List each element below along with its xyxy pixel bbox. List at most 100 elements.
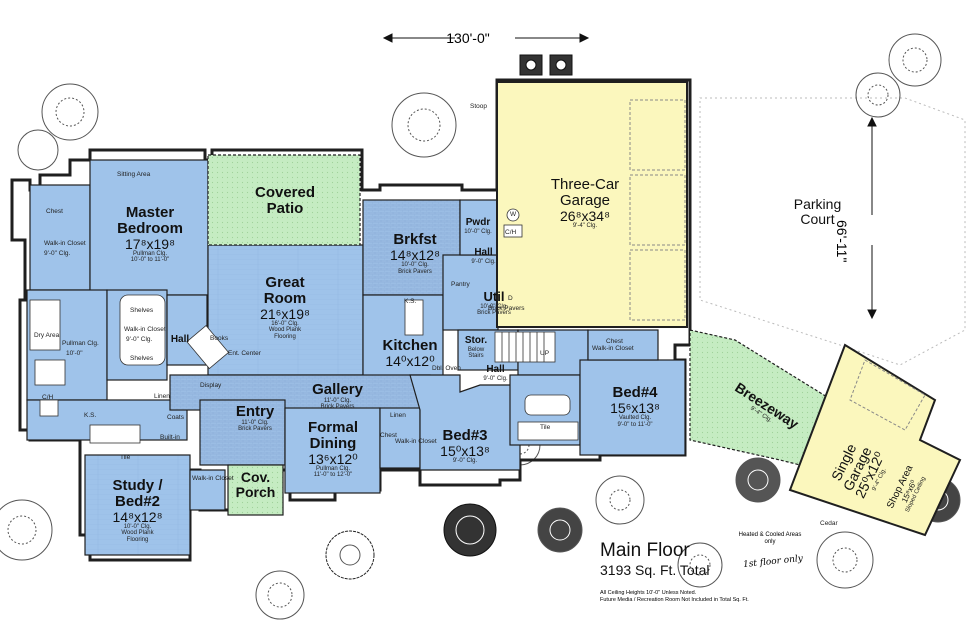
label-pantry: Pantry — [451, 281, 470, 288]
room-note: 9'-4" Clg. — [572, 223, 598, 230]
room-name: Util — [483, 289, 505, 304]
label-stoop: Stoop — [470, 103, 487, 110]
room-note: 9'-0" Clg. — [483, 375, 508, 382]
room-name: Hall — [486, 364, 505, 375]
room-hall-bedrooms: Hall 9'-0" Clg. — [478, 364, 513, 382]
room-dimensions: 14⁸x12⁸ — [390, 246, 440, 263]
room-name: Kitchen — [382, 337, 438, 354]
room-name: Study / Bed#2 — [112, 477, 163, 510]
label-walk-in-closet-ceiling: 9'-0" Clg. — [126, 336, 153, 343]
parking-court-area — [699, 97, 966, 366]
room-covered-porch: Cov. Porch — [228, 469, 283, 500]
room-master-bedroom: Master Bedroom 17⁸x19⁸ Pullman Clg. 10'-… — [95, 205, 205, 264]
room-name: Cov. Porch — [235, 469, 276, 500]
heated-note: Heated & Cooled Areas only — [738, 532, 802, 545]
room-note: Pullman Clg. — [132, 251, 167, 258]
room-study-bed-2: Study / Bed#2 14⁸x12⁸ 10'-0" Clg. Wood P… — [95, 478, 180, 543]
room-note: 11'-0" Clg. — [323, 397, 352, 404]
room-name: Hall — [474, 247, 493, 258]
room-name: Hall — [170, 334, 190, 345]
room-note: 10'-0" Clg. — [401, 262, 429, 269]
room-name: Formal Dining — [307, 419, 358, 452]
label-dry-area: Dry Area — [34, 332, 60, 339]
room-note: 11'-0" to 12'-0" — [313, 472, 353, 479]
label-ch-2: C/H — [505, 229, 517, 236]
room-name: Covered Patio — [254, 184, 316, 217]
room-name: Three-Car Garage — [550, 176, 620, 209]
label-pullman-2: 10'-0" — [66, 350, 83, 357]
room-name: Great Room — [263, 274, 307, 307]
label-d: D — [508, 295, 513, 302]
room-note: 10'-0" Clg. — [123, 524, 152, 531]
room-name: Master Bedroom — [117, 204, 183, 237]
room-hall-kitchen: Hall 9'-0" Clg. — [466, 247, 501, 265]
note-line: Future Media / Recreation Room Not Inclu… — [600, 597, 749, 604]
label-dbl-oven: Dbl. Oven — [432, 365, 461, 372]
label-w: W — [510, 211, 517, 218]
room-name: Entry — [235, 403, 275, 420]
room-powder: Pwdr 10'-0" Clg. — [462, 217, 494, 235]
label-walk-in-study: Walk-in Closet — [192, 475, 234, 482]
room-bed-3: Bed#3 15⁰x13⁸ 9'-0" Clg. — [425, 428, 505, 465]
room-name: Pwdr — [465, 217, 491, 228]
room-note: 9'-0" Clg. — [471, 258, 496, 265]
room-name: Bed#3 — [442, 427, 488, 444]
room-bed-4: Bed#4 15⁶x13⁸ Vaulted Clg. 9'-0" to 11'-… — [595, 385, 675, 428]
room-dimensions: 15⁶x13⁸ — [610, 399, 660, 416]
label-chest-3: Chest — [606, 338, 623, 345]
room-note: Brick Pavers — [477, 309, 511, 316]
label-sitting-area: Sitting Area — [117, 171, 151, 178]
room-hall-master: Hall — [165, 334, 195, 346]
fixtures — [29, 208, 579, 444]
room-dimensions: 17⁸x19⁸ — [125, 235, 175, 252]
label-ks: K.S. — [84, 412, 97, 419]
covered-areas — [207, 154, 841, 516]
garages — [496, 81, 962, 537]
room-name: Bed#4 — [612, 384, 658, 401]
overall-width-label: 130'-0" — [446, 30, 490, 46]
room-note: Brick Pavers — [320, 404, 355, 411]
label-walk-in-b4: Walk-in Closet — [592, 345, 634, 352]
room-dimensions: 14⁸x12⁸ — [112, 508, 163, 525]
label-chest: Chest — [46, 208, 63, 215]
room-note: Wood Plank Flooring — [268, 327, 302, 340]
room-note: Brick Pavers — [238, 426, 272, 433]
room-breakfast: Brkfst 14⁸x12⁸ 10'-0" Clg. Brick Pavers — [375, 232, 455, 275]
room-gallery: Gallery 11'-0" Clg. Brick Pavers — [300, 382, 375, 410]
room-name: Parking Court — [793, 196, 842, 227]
label-display: Display — [200, 382, 222, 389]
room-dimensions: 13⁶x12⁰ — [308, 450, 358, 467]
room-dimensions: 21⁶x19⁸ — [260, 305, 310, 322]
label-walk-in-closet-center: Walk-in Closet — [124, 326, 166, 333]
room-note: 9'-0" to 11'-0" — [617, 421, 653, 428]
chimney-caps — [519, 54, 573, 76]
room-note: Wood Plank Flooring — [121, 530, 154, 543]
room-note: Below Stairs — [467, 346, 485, 359]
stairs — [494, 331, 556, 363]
room-dimensions: 15⁰x13⁸ — [440, 442, 490, 459]
label-shelves-2: Shelves — [130, 355, 154, 362]
label-walk-in-closet: Walk-in Closet — [44, 240, 86, 247]
plan-subtitle: 3193 Sq. Ft. Total — [600, 562, 710, 578]
room-dimensions: 26⁸x34⁸ — [560, 207, 610, 224]
room-name: Gallery — [312, 381, 363, 398]
label-walk-in-closet-b3: Walk-in Closet — [395, 438, 437, 445]
label-brick-pavers: Brick Pavers — [488, 305, 525, 312]
room-note: 11'-0" Clg. — [241, 419, 269, 426]
room-note: Pullman Clg. — [315, 466, 350, 473]
room-three-car-garage: Three-Car Garage 26⁸x34⁸ 9'-4" Clg. — [540, 177, 630, 229]
room-utility: Util 10'-0" Clg. Brick Pavers — [474, 290, 514, 316]
room-great-room: Great Room 21⁶x19⁸ 16'-0" Clg. Wood Plan… — [230, 275, 340, 340]
plan-title: Main Floor — [600, 540, 690, 561]
room-formal-dining: Formal Dining 13⁶x12⁰ Pullman Clg. 11'-0… — [288, 420, 378, 479]
room-note: 10'-0" to 11'-0" — [130, 257, 170, 264]
label-ch: C/H — [42, 394, 54, 401]
label-pullman: Pullman Clg. — [62, 340, 99, 347]
label-coats: Coats — [167, 414, 184, 421]
room-note: Brick Pavers — [398, 268, 432, 275]
label-linen-2: Linen — [390, 412, 406, 419]
room-dimensions: 14⁰x12⁰ — [385, 352, 435, 369]
room-name: Brkfst — [393, 231, 437, 248]
label-up: UP — [540, 350, 550, 357]
label-tile: Tile — [120, 454, 131, 461]
